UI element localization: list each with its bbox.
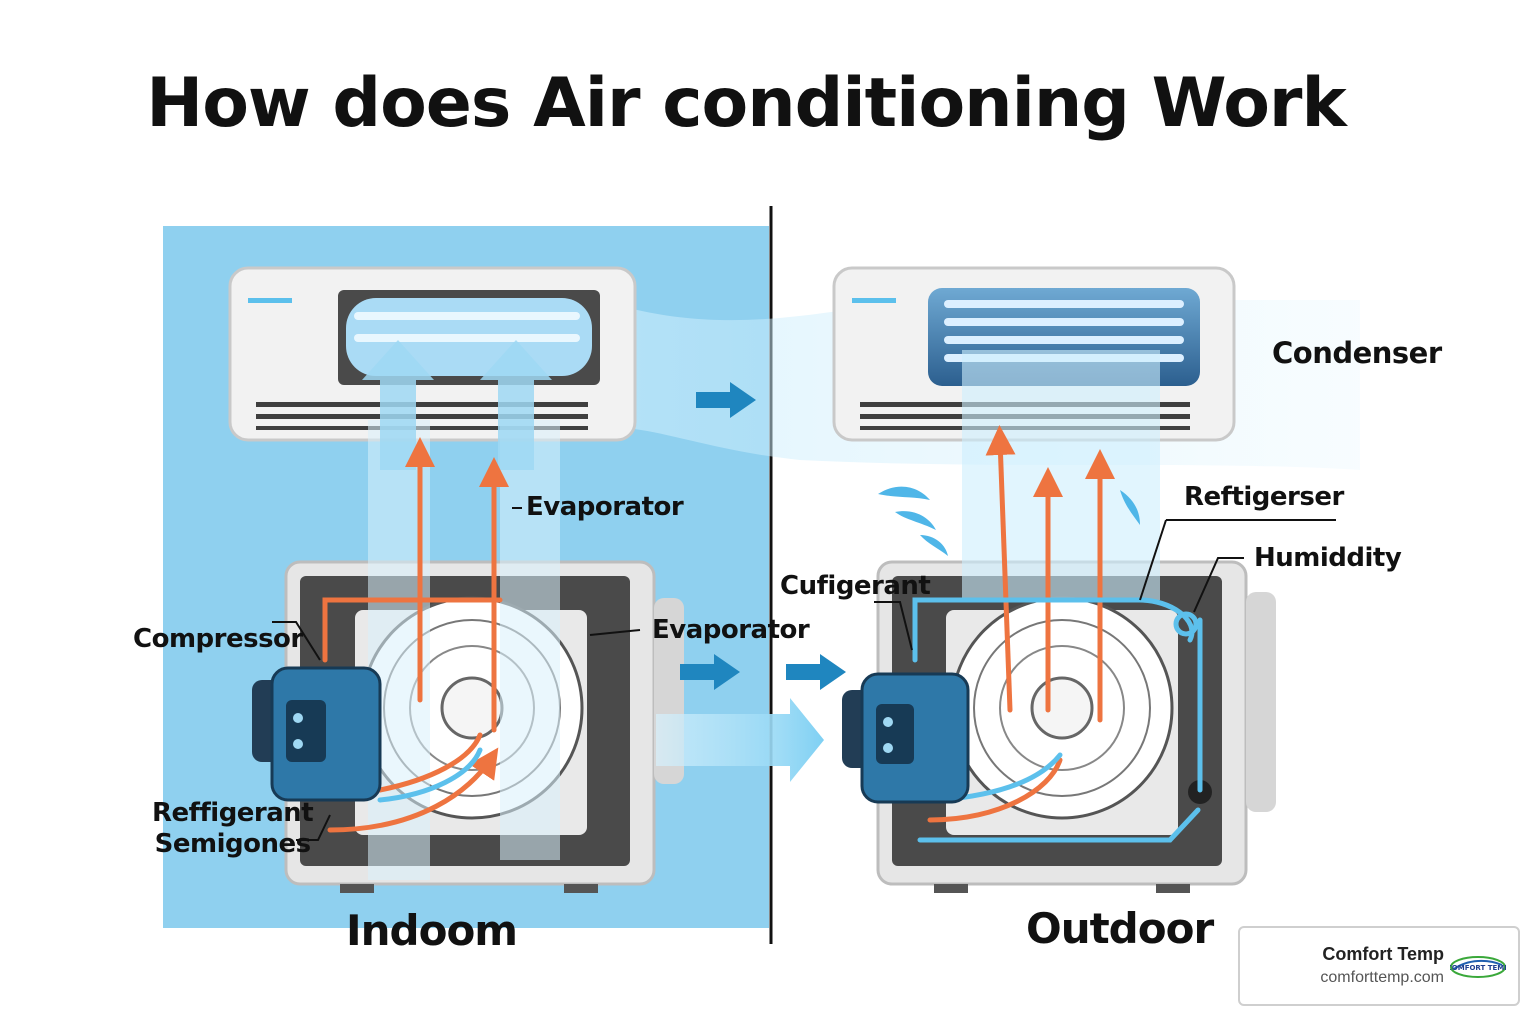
label-humidity: Humiddity xyxy=(1254,543,1402,573)
label-compressor: Compressor xyxy=(133,624,303,654)
large-transfer-arrow xyxy=(656,698,824,782)
brand-url: comforttemp.com xyxy=(1320,969,1444,986)
comfort-temp-logo-icon: COMFORT TEMP xyxy=(1450,956,1506,978)
cold-air-column-right xyxy=(500,420,560,860)
label-evaporator-mid: Evaporator xyxy=(652,615,810,645)
cold-air-arrow-up-right xyxy=(480,340,552,470)
flow-arrow-mid-left xyxy=(680,654,740,690)
label-indoor: Indoom xyxy=(346,906,518,955)
label-refrigerant: Reffigerant Semigones xyxy=(152,798,314,859)
label-outdoor: Outdoor xyxy=(1026,904,1214,953)
diagram-title: How does Air conditioning Work xyxy=(146,64,1346,143)
label-condenser: Condenser xyxy=(1272,336,1442,370)
compressor-indoor xyxy=(252,666,382,802)
logo-text: COMFORT TEMP xyxy=(1450,964,1506,972)
indoor-wall-unit xyxy=(228,266,637,442)
leader-lines xyxy=(272,507,1336,841)
label-cufigerant: Cufigerant xyxy=(780,571,931,601)
compressor-outdoor xyxy=(842,672,970,804)
brand-box: Comfort Temp comforttemp.com COMFORT TEM… xyxy=(1238,926,1520,1006)
flow-arrow-top xyxy=(696,382,756,418)
brand-name: Comfort Temp xyxy=(1322,944,1444,964)
flow-arrow-mid-right xyxy=(786,654,846,690)
heat-arrows xyxy=(322,425,1115,833)
label-refrigerser: Reftigerser xyxy=(1184,482,1344,512)
label-evaporator-top: Evaporator xyxy=(526,492,684,522)
refrigerant-lines xyxy=(377,597,1203,843)
warm-air-column-outdoor xyxy=(962,350,1160,600)
humidity-splash xyxy=(878,486,1140,556)
cold-air-column-left xyxy=(368,420,430,880)
